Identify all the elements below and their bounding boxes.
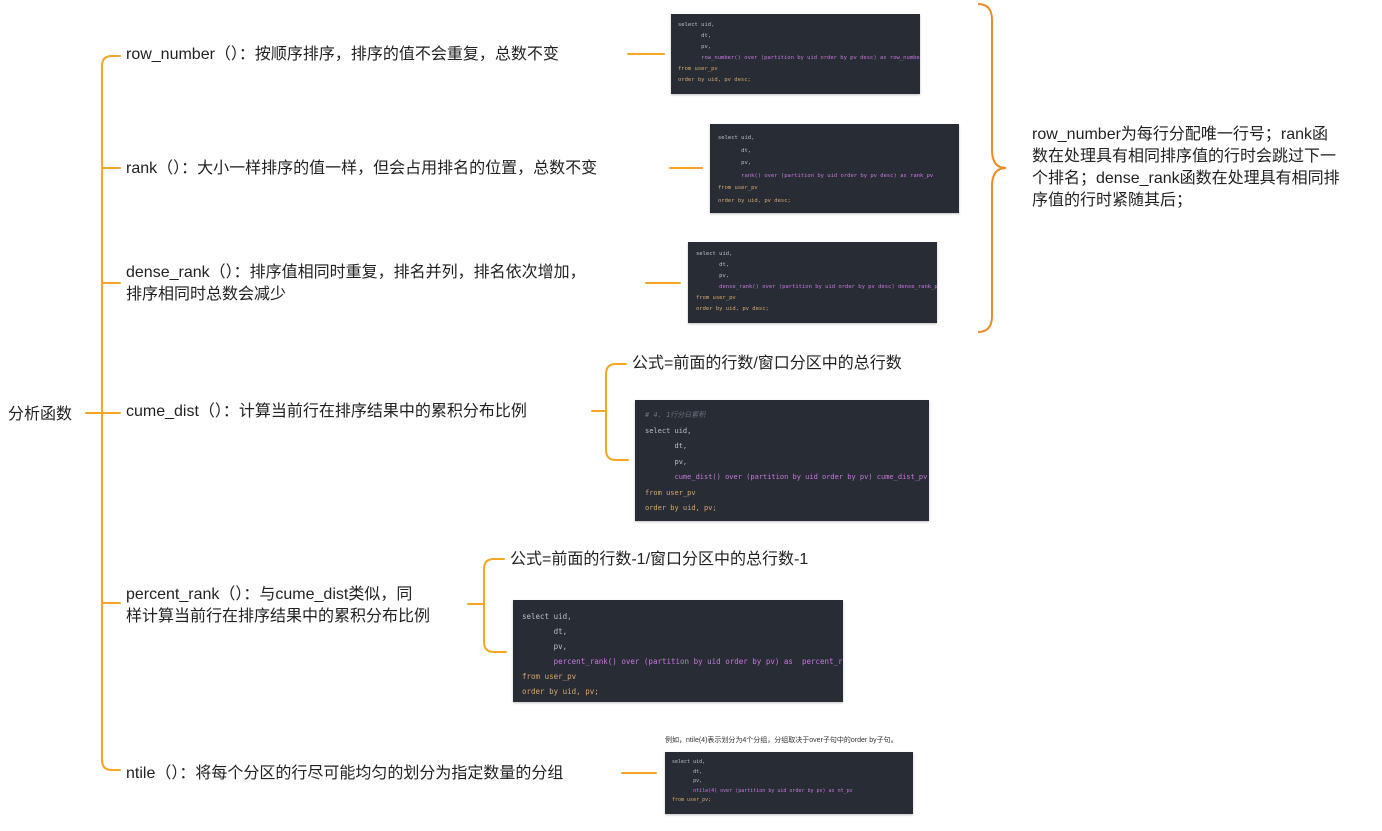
code-block-percent-rank: select uid, dt, pv, percent_rank() over … xyxy=(513,600,843,702)
code-line: pv, xyxy=(678,44,712,50)
code-line: pv, xyxy=(522,642,568,651)
code-line: order by uid, pv desc; xyxy=(718,197,791,204)
code-line: from user_pv xyxy=(696,295,736,301)
branch-row-number: row_number（）：按顺序排序，排序的值不会重复，总数不变 xyxy=(126,46,559,63)
code-line: from user_pv; xyxy=(672,797,712,803)
root-node: 分析函数 xyxy=(8,406,73,423)
branch-cume-dist: cume_dist（）：计算当前行在排序结果中的累积分布比例 xyxy=(126,403,527,420)
code-line: dt, xyxy=(678,33,712,39)
code-line: pv, xyxy=(645,457,688,466)
percent-formula-bracket-top xyxy=(483,558,505,605)
code-line: order by uid, pv desc; xyxy=(678,77,751,83)
code-comment: # 4. 1行分日累积 xyxy=(645,411,706,419)
code-line: dense_rank() over (partition by uid orde… xyxy=(696,284,937,290)
code-line: percent_rank() over (partition by uid or… xyxy=(522,657,843,666)
code-line: dt, xyxy=(696,262,730,268)
code-line: cume_dist() over (partition by uid order… xyxy=(645,473,928,481)
code-line: select uid, xyxy=(522,612,572,621)
code-line: row_number() over (partition by uid orde… xyxy=(678,55,920,61)
code-block-cume-dist: # 4. 1行分日累积 select uid, dt, pv, cume_dis… xyxy=(635,400,929,521)
code-line: pv, xyxy=(696,273,730,279)
code-line: pv, xyxy=(718,160,752,166)
branch-ntile: ntile（）：将每个分区的行尽可能均匀的划分为指定数量的分组 xyxy=(126,765,564,782)
summary-bracket xyxy=(977,3,1007,333)
code-line: from user_pv xyxy=(678,66,718,72)
code-block-dense-rank: select uid, dt, pv, dense_rank() over (p… xyxy=(688,242,937,323)
code-line: select uid, xyxy=(645,426,692,435)
code-line: from user_pv xyxy=(522,672,577,681)
formula-percent-rank: 公式=前面的行数-1/窗口分区中的总行数-1 xyxy=(510,551,809,568)
branch-rank: rank（）：大小一样排序的值一样，但会占用排名的位置，总数不变 xyxy=(126,160,598,177)
code-line: dt, xyxy=(522,627,568,636)
code-line: from user_pv xyxy=(718,185,758,191)
ntile-note: 例如，ntile(4)表示划分为4个分组，分组取决于over子句中的order … xyxy=(665,737,898,744)
branch-dense-rank: dense_rank（）：排序值相同时重复，排名并列，排名依次增加， 排序相同时… xyxy=(126,264,586,303)
cume-formula-bracket-bottom xyxy=(605,410,629,461)
code-block-row-number: select uid, dt, pv, row_number() over (p… xyxy=(671,14,920,94)
trunk-top xyxy=(101,55,121,414)
code-line: select uid, xyxy=(718,135,755,141)
code-line: pv, xyxy=(672,778,703,784)
code-line: ntile(4) over (partition by uid order by… xyxy=(672,787,853,794)
cume-formula-bracket-top xyxy=(605,363,627,412)
code-line: order by uid, pv desc; xyxy=(696,306,769,312)
code-block-rank: select uid, dt, pv, rank() over (partiti… xyxy=(710,124,959,213)
code-line: rank() over (partition by uid order by p… xyxy=(718,172,934,179)
code-block-ntile: select uid, dt, pv, ntile(4) over (parti… xyxy=(665,752,913,814)
code-line: order by uid, pv; xyxy=(645,504,717,512)
code-line: dt, xyxy=(718,147,752,154)
code-line: dt, xyxy=(672,768,703,775)
code-line: select uid, xyxy=(678,22,715,28)
branch-percent-rank: percent_rank（）：与cume_dist类似，同 样计算当前行在排序结… xyxy=(126,586,431,625)
code-line: order by uid, pv; xyxy=(522,687,599,696)
formula-cume-dist: 公式=前面的行数/窗口分区中的总行数 xyxy=(632,355,902,372)
code-line: from user_pv xyxy=(645,488,696,497)
code-line: select uid, xyxy=(672,759,706,765)
code-line: select uid, xyxy=(696,251,733,257)
code-line: dt, xyxy=(645,442,688,450)
trunk-bottom xyxy=(101,412,121,771)
summary-note: row_number为每行分配唯一行号；rank函数在处理具有相同排序值的行时会… xyxy=(1032,126,1340,209)
percent-formula-bracket-bottom xyxy=(483,603,507,653)
